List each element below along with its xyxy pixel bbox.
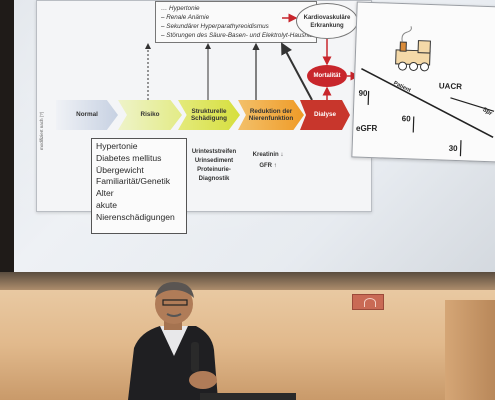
stage-reduktion: Reduktion der Nierenfunktion bbox=[238, 100, 304, 130]
mortality-ellipse: Mortalität bbox=[307, 65, 347, 87]
egfr-label: eGFR bbox=[356, 124, 378, 133]
stage-normal: Normal bbox=[56, 100, 118, 130]
complication-item: – Sekundärer Hyperparathyreoidismus bbox=[161, 23, 269, 30]
slide-side-note: modifiziert nach (?) bbox=[39, 111, 44, 150]
risk-factor: Hypertonie bbox=[96, 141, 138, 151]
marker-item: Proteinurie- bbox=[197, 167, 231, 173]
risk-factor: Übergewicht bbox=[96, 164, 144, 175]
arrow-dialysis-diag bbox=[281, 42, 313, 101]
stage-struktur: Strukturelle Schädigung bbox=[178, 100, 240, 130]
back-wall bbox=[0, 290, 495, 400]
tick-60: 60 bbox=[401, 114, 411, 124]
tick-90: 90 bbox=[358, 88, 368, 98]
podium bbox=[200, 393, 296, 400]
complication-item: – Renale Anämie bbox=[161, 14, 210, 21]
risk-factor: Diabetes mellitus bbox=[96, 152, 162, 163]
marker-item: Urinteststreifen bbox=[191, 149, 237, 155]
markers-function: Kreatinin ↓ GFR ↑ bbox=[244, 150, 292, 172]
markers-structural: Urinteststreifen Urinsediment Proteinuri… bbox=[184, 148, 244, 184]
marker-item: Kreatinin ↓ bbox=[252, 152, 284, 158]
patient-trend-line bbox=[361, 67, 494, 139]
complications-box: … Hypertonie – Renale Anämie – Sekundäre… bbox=[155, 1, 322, 43]
complication-item: … Hypertonie bbox=[161, 5, 200, 12]
marker-item: Urinsediment bbox=[194, 158, 234, 164]
train-icon bbox=[395, 26, 431, 72]
marker-item: Diagnostik bbox=[198, 176, 230, 182]
tick-30: 30 bbox=[448, 143, 458, 154]
egfr-chart-lines bbox=[361, 26, 495, 157]
wall-corner bbox=[445, 300, 495, 400]
tick-mark-30 bbox=[459, 140, 462, 157]
stage-dialyse: Dialyse bbox=[300, 100, 350, 130]
risk-factor: Nierenschädigungen bbox=[96, 211, 175, 222]
uacr-label: UACR bbox=[438, 81, 463, 92]
risk-factor: akute bbox=[96, 199, 118, 210]
egfr-chart-card: 90 60 30 Patient UACR Spr bbox=[351, 1, 495, 163]
cardio-ellipse: Kardiovaskuläre Erkrankung bbox=[296, 3, 358, 39]
tick-mark-60 bbox=[412, 116, 415, 133]
risk-factors-box: Hypertonie Diabetes mellitus Übergewicht… bbox=[91, 138, 187, 234]
risk-factor: Alter bbox=[96, 188, 114, 199]
risk-factor: Familiarität/Genetik bbox=[96, 176, 171, 187]
marker-item: GFR ↑ bbox=[259, 163, 277, 169]
complication-item: – Störungen des Säure-Basen- und Elektro… bbox=[161, 32, 322, 39]
stage-risiko: Risiko bbox=[118, 100, 182, 130]
uacr-trend-line bbox=[450, 97, 495, 112]
dark-wall-edge bbox=[0, 0, 14, 300]
wall-logo bbox=[352, 294, 384, 310]
